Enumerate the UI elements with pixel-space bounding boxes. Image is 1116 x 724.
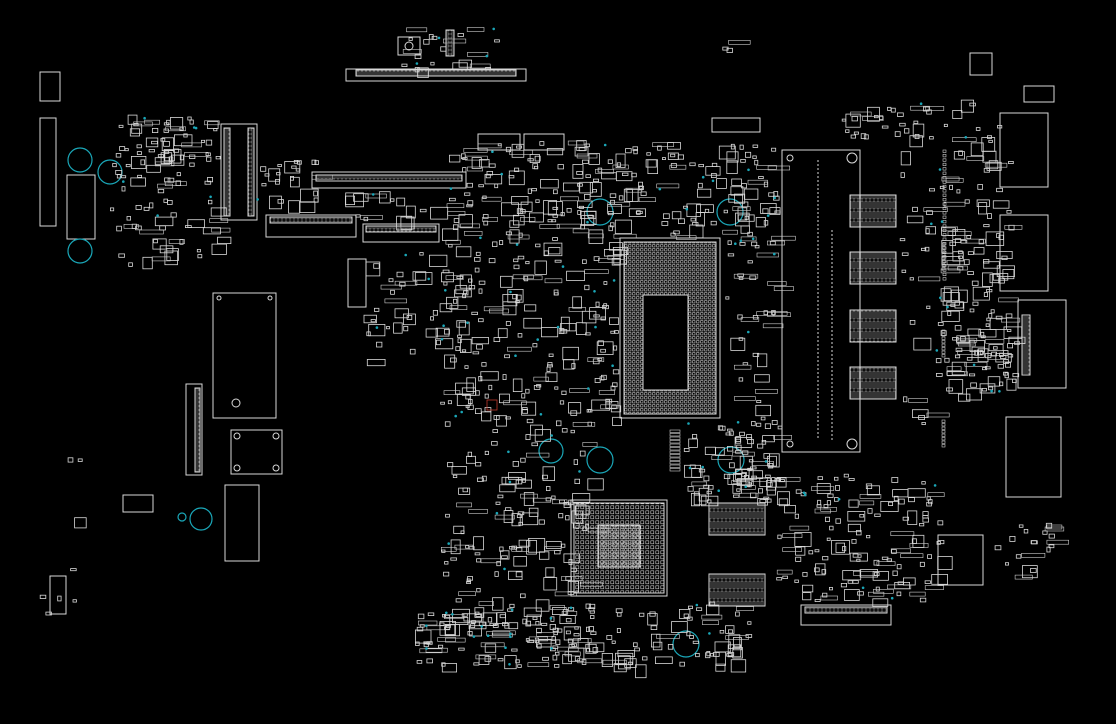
small-components: [39, 33, 1055, 679]
fpc-connector-1: [311, 171, 467, 189]
audio-connector: [1005, 416, 1062, 498]
connector-pins: [123, 27, 1070, 668]
usb-connector-2: [999, 214, 1049, 292]
mounting-holes: [67, 147, 745, 658]
cpu-package: [619, 237, 721, 419]
left-module: [212, 292, 277, 419]
ram-slot: [781, 149, 861, 453]
fpc-connector-2: [265, 214, 357, 238]
pch-package: [570, 499, 668, 597]
bottom-connector: [800, 604, 892, 626]
top-connector: [345, 29, 527, 82]
selection-marker: [486, 399, 498, 411]
via-dots: [122, 27, 1001, 666]
ram-chip-group: [708, 194, 897, 607]
usb-connector-1: [999, 112, 1049, 188]
